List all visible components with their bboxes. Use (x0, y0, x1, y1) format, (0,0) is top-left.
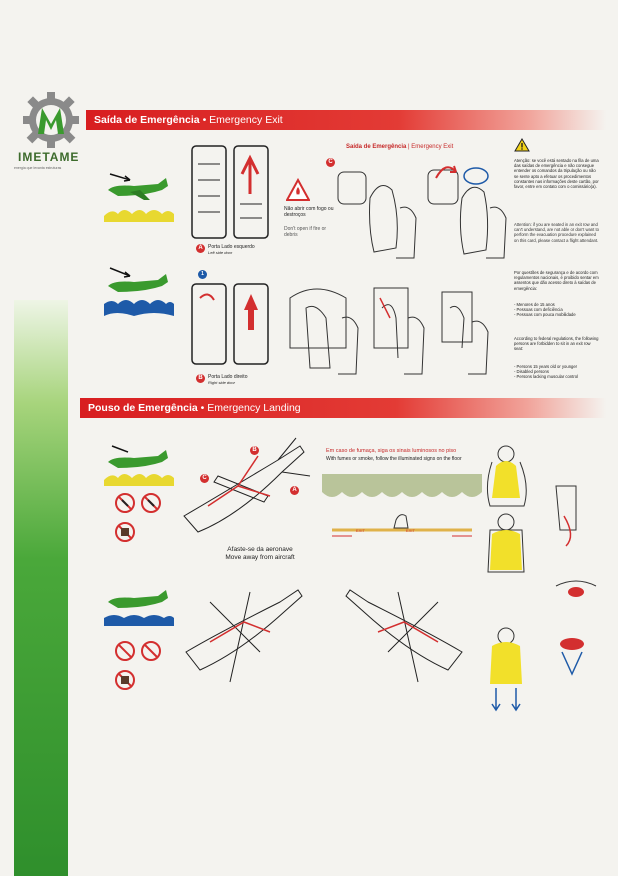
exit-title-separator: • (202, 114, 207, 126)
landing-badge-c: C (200, 474, 209, 483)
window-exit-title: Saída de Emergência | Emergency Exit (346, 144, 453, 150)
window-exit-badge: C (326, 158, 335, 167)
landing-section-header: Pouso de Emergência • Emergency Landing (80, 398, 606, 418)
door-a-caption: Porta Lado esquerdo Left side door (208, 244, 268, 256)
rules-pt-item: - Pessoas com deficiência (514, 307, 563, 313)
rules-pt-list: - Menores de 15 anos - Pessoas com defic… (514, 302, 600, 318)
rules-pt-item: - Pessoas com pouca mobilidade (514, 312, 576, 318)
rules-en-item: - Persons lacking muscular control (514, 374, 579, 380)
rules-pt-item: - Menores de 15 anos (514, 302, 555, 307)
evacuation-diagram-water-right (345, 589, 463, 683)
exit-section-header: Saída de Emergência • Emergency Exit (86, 110, 606, 130)
evacuation-diagram-water-left (185, 589, 303, 683)
attention-warning-icon (514, 138, 530, 152)
landing-title-pt: Pouso de Emergência (88, 402, 198, 414)
door-a-pt: Porta Lado esquerdo (208, 244, 255, 250)
evacuation-diagram-ground (183, 437, 311, 533)
floor-lighting-illustration (322, 474, 482, 537)
rules-en-item: - Persons 15 years old or younger (514, 364, 578, 369)
brand-name: IMETAME (18, 150, 80, 164)
door-b-pt: Porta Lado direito (208, 374, 248, 380)
door-b-en: Right side door (208, 380, 235, 385)
gear-logo-icon (23, 92, 79, 148)
smoke-caption-en: With fumes or smoke, follow the illumina… (326, 456, 462, 462)
fire-warning-pt: Não abrir com fogo ou destroços (284, 206, 334, 218)
prohibited-items-icons (115, 493, 161, 542)
plane-ground-icon (104, 173, 174, 222)
exit-label-right: EXIT (406, 528, 415, 533)
landing-badge-b: B (250, 446, 259, 455)
life-vest-instructions (486, 445, 597, 712)
move-away-caption: Afaste-se da aeronave Move away from air… (220, 546, 300, 562)
move-away-pt: Afaste-se da aeronave (227, 546, 293, 553)
door-a-badge: A (196, 244, 205, 253)
door-b-badge: B (196, 374, 205, 383)
plane-water-icon (104, 267, 174, 316)
window-exit-step-illustrations (337, 165, 507, 259)
right-door-illustration (191, 283, 269, 365)
rules-pt: Por questões de segurança e de acordo co… (514, 270, 599, 291)
door-b-caption: Porta Lado direito Right side door (208, 374, 268, 386)
door-a-en: Left side door (208, 250, 233, 255)
move-away-en: Move away from aircraft (225, 554, 295, 561)
fire-warning-en: Don't open if fire or debris (284, 226, 327, 238)
landing-badge-a: A (290, 486, 299, 495)
green-side-strip (14, 300, 68, 876)
exit-title-pt: Saída de Emergência (94, 114, 200, 126)
window-exit-title-pt: Saída de Emergência (346, 144, 407, 150)
brand-tagline: energia que levanta estruturas (14, 166, 62, 170)
smoke-caption-pt: Em caso de fumaça, siga os sinais lumino… (326, 448, 457, 454)
rules-en-item: - Disabled persons (514, 369, 549, 375)
window-exit-title-en: Emergency Exit (411, 144, 454, 150)
window-exit-evacuation-illustrations (289, 287, 489, 375)
landing-title-en: Emergency Landing (207, 402, 301, 414)
prohibited-items-water-icons (115, 641, 161, 690)
exit-label-left: EXIT (356, 528, 365, 533)
exit-title-en: Emergency Exit (209, 114, 283, 126)
landing-plane-ground-icon (104, 445, 174, 486)
attention-en: Attention: if you are seated in an exit … (514, 222, 599, 243)
rules-en-list: - Persons 15 years old or younger - Disa… (514, 364, 600, 380)
step-1-badge: 1 (198, 270, 207, 279)
landing-title-separator: • (200, 402, 205, 414)
landing-plane-water-icon (104, 590, 174, 626)
window-exit-title-sep: | (408, 144, 410, 150)
fire-warning-icon (286, 178, 310, 201)
attention-pt: Atenção: se você está sentado na fila de… (514, 158, 599, 190)
left-door-illustration (191, 145, 269, 239)
rules-en: According to federal regulations, the fo… (514, 336, 599, 352)
